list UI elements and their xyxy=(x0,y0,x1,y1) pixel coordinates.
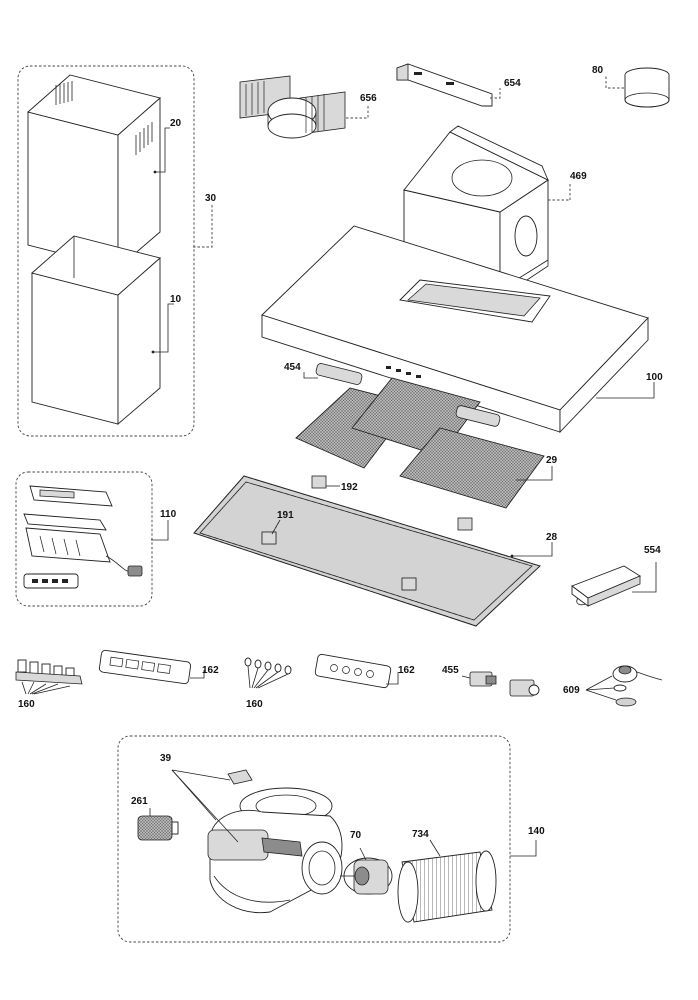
grease-filters-group: 454 29 xyxy=(284,362,558,509)
callout-20: 20 xyxy=(170,118,182,129)
aluminium-filter-part: 192 191 28 xyxy=(193,475,558,627)
control-box-group: 110 xyxy=(15,471,177,607)
upper-chimney-part xyxy=(27,74,161,269)
callout-554: 554 xyxy=(644,545,661,556)
blower-motor-group: 39 261 70 734 140 xyxy=(117,735,545,943)
blower-motor-group-frame xyxy=(117,735,511,943)
callout-70: 70 xyxy=(350,830,362,841)
filter-handle-191 xyxy=(261,531,417,591)
capacitor-part xyxy=(137,808,179,841)
callout-162a: 162 xyxy=(202,665,219,676)
callout-100: 100 xyxy=(646,372,663,383)
impeller-part xyxy=(397,839,497,923)
callout-39: 39 xyxy=(160,753,172,764)
lamp-holders-455: 455 xyxy=(442,665,540,697)
switch-buttons-160a: 160 xyxy=(15,659,83,710)
callout-160b: 160 xyxy=(246,699,263,710)
callout-261: 261 xyxy=(131,796,148,807)
callout-654: 654 xyxy=(504,78,521,89)
callout-10: 10 xyxy=(170,294,182,305)
callout-656: 656 xyxy=(360,93,377,104)
duct-adapter-part: 656 xyxy=(239,75,377,139)
callout-162b: 162 xyxy=(398,665,415,676)
halogen-lamp-609: 609 xyxy=(563,665,663,707)
transformer-part: 554 xyxy=(571,545,661,607)
callout-160a: 160 xyxy=(18,699,35,710)
callout-29: 29 xyxy=(546,455,558,466)
duct-collar-part: 80 xyxy=(592,65,670,108)
callout-734: 734 xyxy=(412,829,429,840)
lower-chimney-part xyxy=(31,235,161,425)
callout-192: 192 xyxy=(341,482,358,493)
callout-191: 191 xyxy=(277,510,294,521)
callout-28: 28 xyxy=(546,532,558,543)
button-panel-162b: 162 xyxy=(314,653,415,689)
filter-clip-192 xyxy=(311,475,473,531)
button-panel-162a: 162 xyxy=(98,649,219,685)
callout-30: 30 xyxy=(205,193,217,204)
control-box-group-frame xyxy=(15,471,153,607)
switch-knobs-160b: 160 xyxy=(244,657,292,710)
callout-454: 454 xyxy=(284,362,301,373)
blower-housing-part xyxy=(207,769,343,914)
hood-canopy-part: 100 xyxy=(261,225,663,434)
callout-455: 455 xyxy=(442,665,459,676)
callout-609: 609 xyxy=(563,685,580,696)
mounting-bracket-part: 654 xyxy=(396,63,521,107)
callout-110: 110 xyxy=(160,509,177,520)
chimney-group: 20 30 10 xyxy=(17,65,217,437)
chimney-group-frame xyxy=(17,65,195,437)
motor-part xyxy=(340,847,393,895)
motor-housing-box-part: 469 xyxy=(403,125,587,299)
callout-469: 469 xyxy=(570,171,587,182)
callout-80: 80 xyxy=(592,65,604,76)
callout-140: 140 xyxy=(528,826,545,837)
